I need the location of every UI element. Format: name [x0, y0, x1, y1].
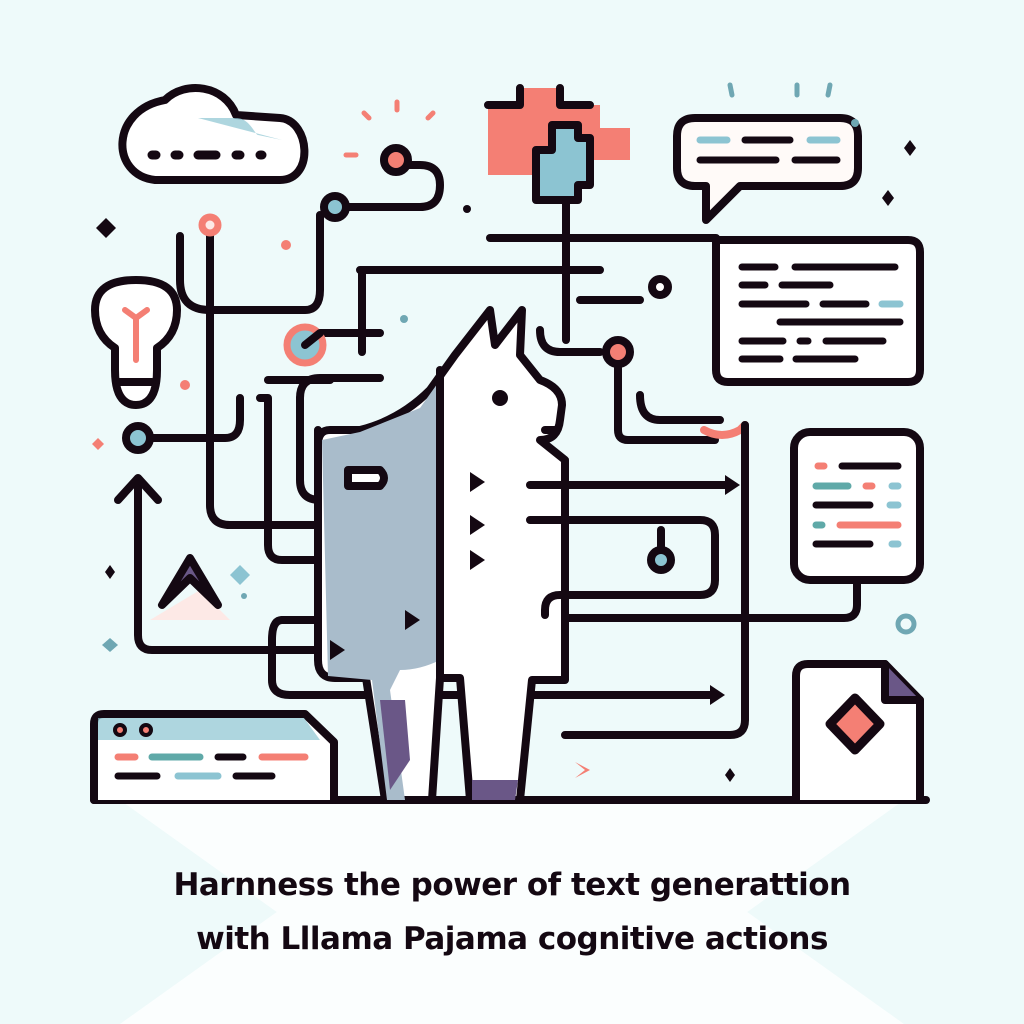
- llama-figure: [314, 306, 570, 804]
- text-panel-icon: [712, 236, 924, 386]
- caption: Harnness the power of text generattion w…: [0, 858, 1024, 966]
- lightbulb-icon: [91, 276, 181, 409]
- caption-line-2: with Lllama Pajama cognitive actions: [196, 921, 828, 957]
- speech-bubble-icon: [673, 114, 862, 224]
- puzzle-icon: [484, 84, 630, 204]
- pie-icon: [283, 323, 327, 367]
- caption-line-1: Harnness the power of text generattion: [173, 867, 851, 903]
- cloud-icon: [118, 84, 309, 184]
- file-diamond-icon: [792, 660, 924, 804]
- mountain-icon: [150, 554, 230, 620]
- sparkles: [92, 82, 917, 782]
